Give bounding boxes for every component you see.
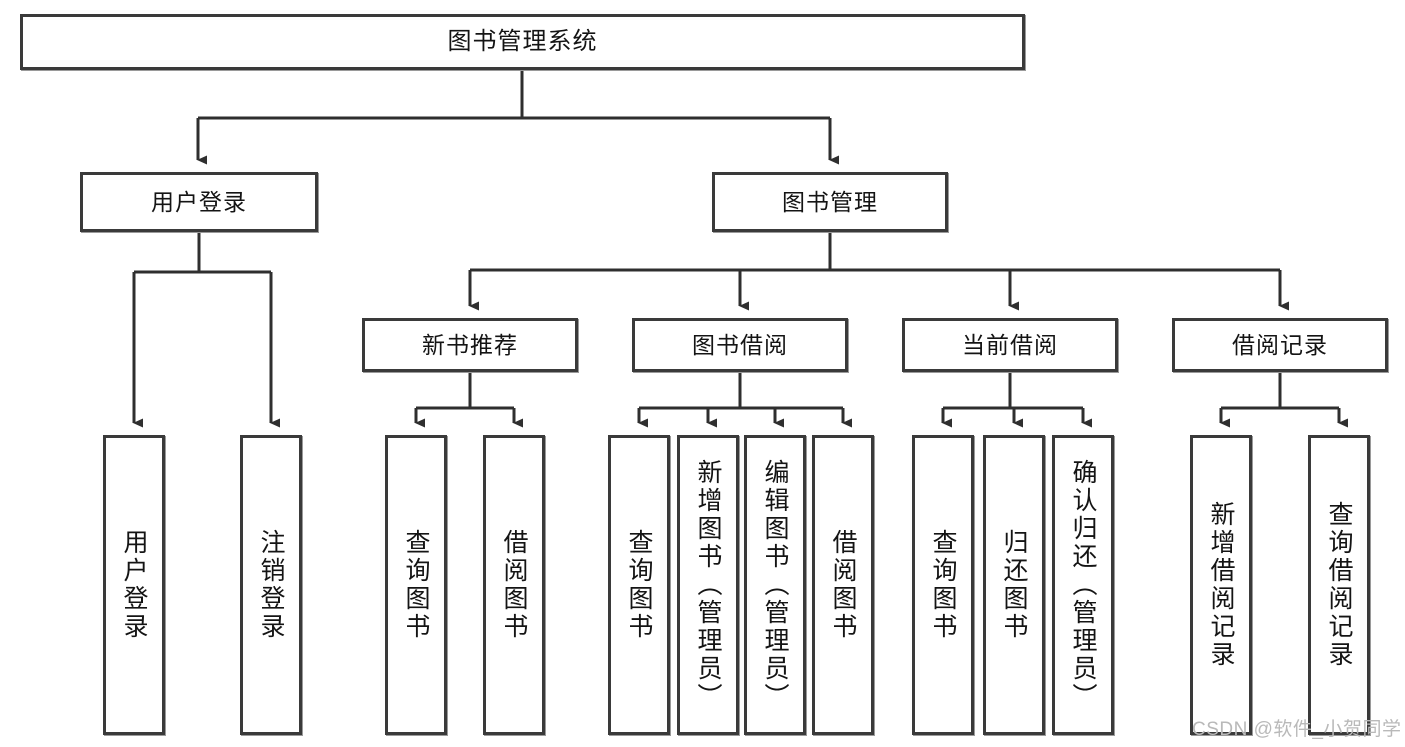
node-current-borrow[interactable]: 当前借阅 [902, 318, 1118, 372]
leaf-add-borrow-record[interactable]: 新增借阅记录 [1190, 435, 1252, 735]
node-new-book-recommend-label: 新书推荐 [422, 331, 518, 358]
leaf-confirm-return-admin[interactable]: 确认归还（管理员） [1052, 435, 1114, 735]
leaf-query-books-current[interactable]: 查询图书 [912, 435, 974, 735]
leaf-add-book-admin-label: 新增图书（管理员） [694, 459, 722, 711]
leaf-query-borrow-record[interactable]: 查询借阅记录 [1308, 435, 1370, 735]
leaf-borrow-books-new[interactable]: 借阅图书 [483, 435, 545, 735]
leaf-add-book-admin[interactable]: 新增图书（管理员） [677, 435, 739, 735]
node-root-label: 图书管理系统 [447, 28, 598, 56]
node-book-management-label: 图书管理 [782, 188, 878, 215]
node-borrow-records[interactable]: 借阅记录 [1172, 318, 1388, 372]
node-book-management[interactable]: 图书管理 [712, 172, 948, 232]
node-current-borrow-label: 当前借阅 [962, 331, 1058, 358]
leaf-borrow-books[interactable]: 借阅图书 [812, 435, 874, 735]
watermark-text: CSDN @软件_小贺同学 [1192, 719, 1402, 740]
leaf-return-books-label: 归还图书 [1000, 529, 1028, 641]
node-user-login[interactable]: 用户登录 [80, 172, 318, 232]
leaf-edit-book-admin-label: 编辑图书（管理员） [761, 459, 789, 711]
leaf-query-books-current-label: 查询图书 [929, 529, 957, 641]
node-user-login-label: 用户登录 [151, 188, 247, 215]
leaf-user-login-label: 用户登录 [120, 529, 148, 641]
leaf-query-books-new-label: 查询图书 [402, 529, 430, 641]
leaf-query-books-borrow-label: 查询图书 [625, 529, 653, 641]
leaf-logout-label: 注销登录 [257, 529, 285, 641]
leaf-borrow-books-new-label: 借阅图书 [500, 529, 528, 641]
node-borrow-records-label: 借阅记录 [1232, 331, 1328, 358]
leaf-query-books-borrow[interactable]: 查询图书 [608, 435, 670, 735]
leaf-add-borrow-record-label: 新增借阅记录 [1207, 501, 1235, 669]
leaf-user-login[interactable]: 用户登录 [103, 435, 165, 735]
leaf-query-books-new[interactable]: 查询图书 [385, 435, 447, 735]
leaf-edit-book-admin[interactable]: 编辑图书（管理员） [744, 435, 806, 735]
node-book-borrow-label: 图书借阅 [692, 331, 788, 358]
node-book-borrow[interactable]: 图书借阅 [632, 318, 848, 372]
leaf-logout[interactable]: 注销登录 [240, 435, 302, 735]
leaf-borrow-books-label: 借阅图书 [829, 529, 857, 641]
leaf-query-borrow-record-label: 查询借阅记录 [1325, 501, 1353, 669]
leaf-confirm-return-admin-label: 确认归还（管理员） [1069, 459, 1097, 711]
node-new-book-recommend[interactable]: 新书推荐 [362, 318, 578, 372]
leaf-return-books[interactable]: 归还图书 [983, 435, 1045, 735]
node-root[interactable]: 图书管理系统 [20, 14, 1025, 70]
